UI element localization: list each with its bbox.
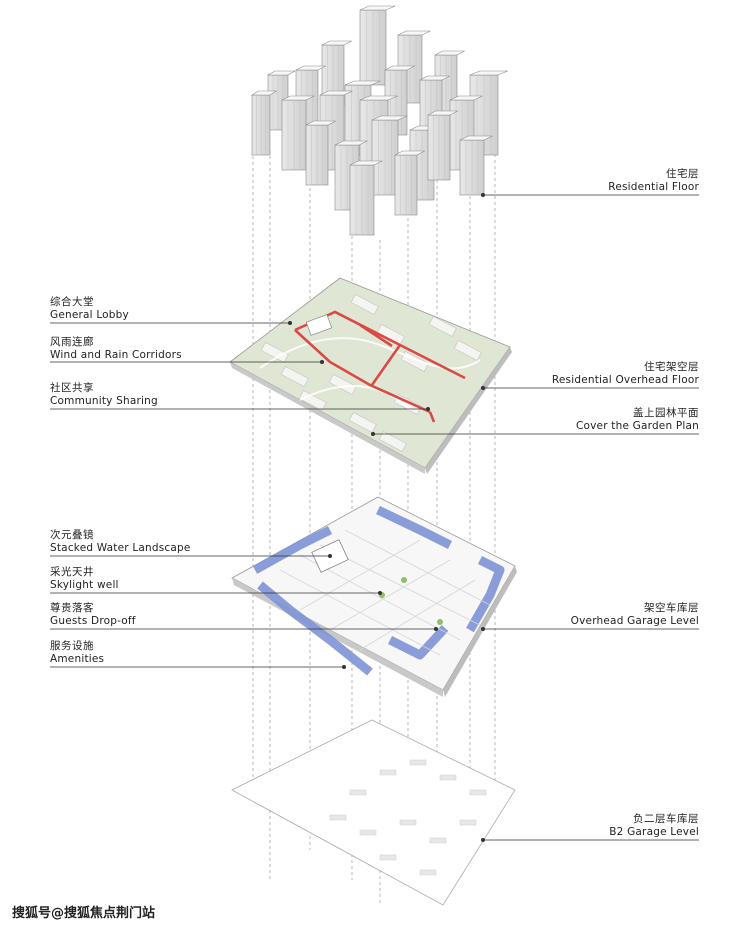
callout-general-lobby: 综合大堂 General Lobby: [50, 296, 129, 321]
callout-community-sharing: 社区共享 Community Sharing: [50, 382, 158, 407]
watermark: 搜狐号@搜狐焦点荆门站: [12, 906, 156, 921]
callout-wind-rain-corridors: 风雨连廊 Wind and Rain Corridors: [50, 336, 182, 361]
b2-garage-layer: [231, 719, 516, 906]
garden-plan-layer: [229, 277, 512, 474]
garage-level-layer: [231, 496, 517, 697]
callout-skylight-well: 采光天井 Skylight well: [50, 566, 119, 591]
layer-label-residential: 住宅层 Residential Floor: [608, 168, 699, 193]
leader-lines: [50, 192, 699, 843]
callout-stacked-water: 次元叠镜 Stacked Water Landscape: [50, 529, 191, 554]
residential-towers: [250, 5, 508, 236]
callout-amenities: 服务设施 Amenities: [50, 640, 105, 665]
layer-label-overhead: 住宅架空层 Residential Overhead Floor: [551, 361, 699, 386]
callout-guests-dropoff: 尊贵落客 Guests Drop-off: [50, 602, 136, 627]
layer-label-garage: 架空车库层 Overhead Garage Level: [570, 602, 699, 627]
layer-label-b2: 负二层车库层 B2 Garage Level: [609, 813, 699, 838]
layer-label-garden: 盖上园林平面 Cover the Garden Plan: [575, 407, 699, 432]
